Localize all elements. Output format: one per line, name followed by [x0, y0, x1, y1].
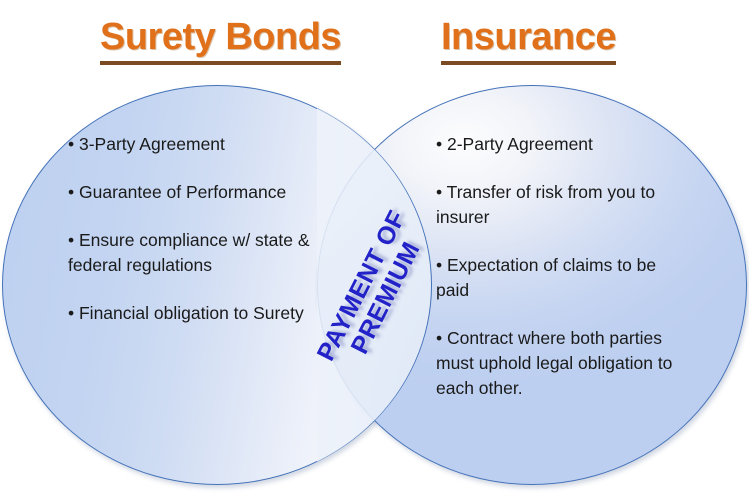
list-item: • Ensure compliance w/ state & federal r…: [68, 230, 310, 275]
list-item: • 3-Party Agreement: [68, 134, 225, 154]
list-item: • Expectation of claims to be paid: [436, 255, 657, 300]
right-title-underline: [441, 61, 617, 65]
right-circle-title: Insurance: [441, 14, 617, 65]
list-item: • 2-Party Agreement: [436, 134, 593, 154]
list-item: • Guarantee of Performance: [68, 182, 287, 202]
right-circle-bullet-list: • 2-Party Agreement • Transfer of risk f…: [436, 132, 694, 401]
left-circle-bullet-list: • 3-Party Agreement • Guarantee of Perfo…: [68, 132, 326, 326]
list-item: • Financial obligation to Surety: [68, 303, 304, 323]
left-circle-title-text: Surety Bonds: [100, 16, 342, 58]
left-title-underline: [100, 61, 342, 65]
left-circle-title: Surety Bonds: [100, 14, 342, 65]
list-item: • Contract where both parties must uphol…: [436, 328, 673, 398]
list-item: • Transfer of risk from you to insurer: [436, 182, 656, 227]
right-circle-title-text: Insurance: [441, 16, 617, 58]
